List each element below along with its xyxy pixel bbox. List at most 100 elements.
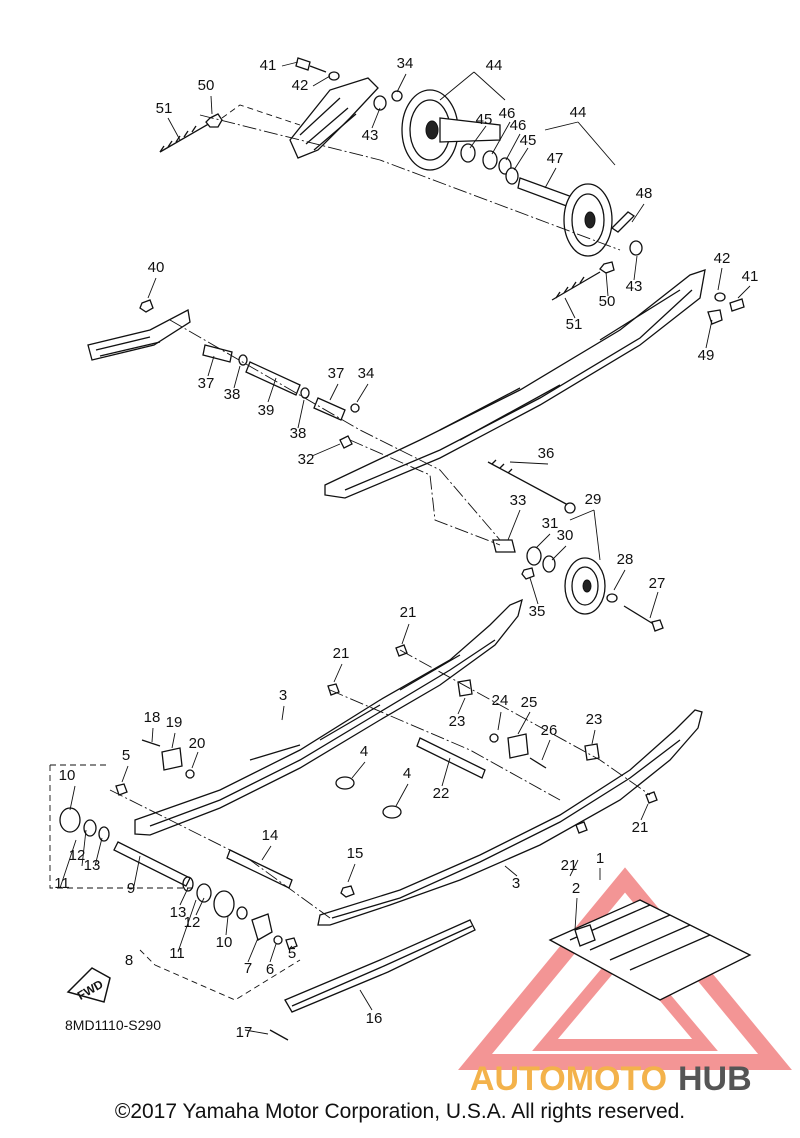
leader-line <box>81 829 87 867</box>
callout-number: 8 <box>125 952 133 969</box>
callout-number: 45 <box>476 111 493 128</box>
callout-number: 43 <box>626 278 643 295</box>
washer-6 <box>273 935 283 945</box>
rail-right-upper <box>324 269 706 499</box>
callout-number: 19 <box>166 714 183 731</box>
leader-line <box>457 697 466 715</box>
leader-line <box>151 727 154 743</box>
ring-46-b <box>498 157 512 175</box>
leader-line <box>133 855 141 887</box>
leader-line <box>329 383 339 401</box>
leader-line <box>281 705 285 721</box>
callout-number: 38 <box>290 425 307 442</box>
bearing-43-lower <box>629 240 643 256</box>
leader-line <box>233 365 241 389</box>
shaft-14 <box>226 849 293 889</box>
bearing-43-upper <box>373 95 387 111</box>
nut-50 <box>205 113 223 128</box>
nut-50-lower <box>599 261 615 274</box>
leader-line <box>179 887 189 906</box>
nut-34-upper <box>391 90 403 102</box>
bushing-23-b <box>584 743 600 761</box>
leader-line <box>574 897 578 931</box>
callout-number: 42 <box>714 250 731 267</box>
leader-line <box>541 739 551 761</box>
leader-line <box>717 267 723 291</box>
copyright-notice: ©2017 Yamaha Motor Corporation, U.S.A. A… <box>114 1100 686 1123</box>
callout-number: 12 <box>184 914 201 931</box>
collar-37-a <box>202 344 233 363</box>
nut-35 <box>521 567 535 580</box>
wheel-10-left <box>59 807 81 833</box>
callout-number: 21 <box>561 857 578 874</box>
leader-line <box>121 765 129 783</box>
cap-7 <box>251 913 273 941</box>
bearing-12-right <box>196 883 212 903</box>
callout-number: 27 <box>649 575 666 592</box>
callout-number: 39 <box>258 402 275 419</box>
callout-number: 22 <box>433 785 450 802</box>
bearing-45-b <box>505 167 519 185</box>
leader-line <box>401 623 410 645</box>
callout-number: 7 <box>244 960 252 977</box>
leader-line <box>359 989 373 1011</box>
bolt-32 <box>339 435 353 449</box>
callout-number: 37 <box>198 375 215 392</box>
leader-line <box>439 71 475 101</box>
callout-number: 31 <box>542 515 559 532</box>
leader-line <box>207 355 215 377</box>
leader-line <box>171 732 176 749</box>
callout-number: 34 <box>358 365 375 382</box>
callout-number: 23 <box>449 713 466 730</box>
callout-number: 5 <box>288 945 296 962</box>
leader-line <box>311 443 341 457</box>
bearing-45-a <box>460 143 476 163</box>
callout-number: 13 <box>170 904 187 921</box>
track-clip-1 <box>548 899 752 1001</box>
callout-number: 20 <box>189 735 206 752</box>
leader-line <box>281 61 299 67</box>
bolt-26 <box>529 757 547 769</box>
leader-line <box>69 785 76 811</box>
callout-number: 50 <box>198 77 215 94</box>
callout-number: 40 <box>148 259 165 276</box>
watermark-brand-left: AUTOMOTO <box>470 1060 667 1098</box>
callout-number: 3 <box>279 687 287 704</box>
leader-line <box>577 121 616 166</box>
rear-arm-upper <box>289 77 379 159</box>
watermark-brand-right: HUB <box>678 1060 752 1098</box>
block-25 <box>507 733 529 759</box>
rail-3-lower <box>317 709 703 926</box>
callout-number: 45 <box>520 132 537 149</box>
rail-left-end <box>87 309 191 361</box>
leader-line <box>244 1029 269 1035</box>
callout-number: 46 <box>510 117 527 134</box>
leader-line <box>191 751 199 769</box>
nut-34-mid <box>350 403 360 413</box>
washer-24 <box>489 733 499 743</box>
shaft-22 <box>416 737 486 779</box>
spacer-33 <box>492 539 516 553</box>
nut-40 <box>139 299 154 313</box>
callout-number: 26 <box>541 722 558 739</box>
callout-number: 18 <box>144 709 161 726</box>
axle-9 <box>113 841 191 887</box>
callout-number: 32 <box>298 451 315 468</box>
callout-number: 44 <box>486 57 503 74</box>
leader-line <box>491 121 511 155</box>
leader-line <box>267 377 277 403</box>
bolt-51 <box>159 121 213 153</box>
bolt-21-d <box>575 821 588 834</box>
bearing-12-left <box>83 819 97 837</box>
washer-42-lower <box>714 292 726 302</box>
leader-line <box>631 203 645 223</box>
callout-number: 12 <box>69 847 86 864</box>
bolt-27 <box>623 605 656 626</box>
leader-line <box>269 943 277 963</box>
callout-number: 17 <box>236 1024 253 1041</box>
leader-line <box>513 147 529 171</box>
rail-3-upper <box>134 598 523 836</box>
leader-line <box>569 859 579 877</box>
leader-line <box>544 167 557 189</box>
leader-line <box>591 729 596 745</box>
